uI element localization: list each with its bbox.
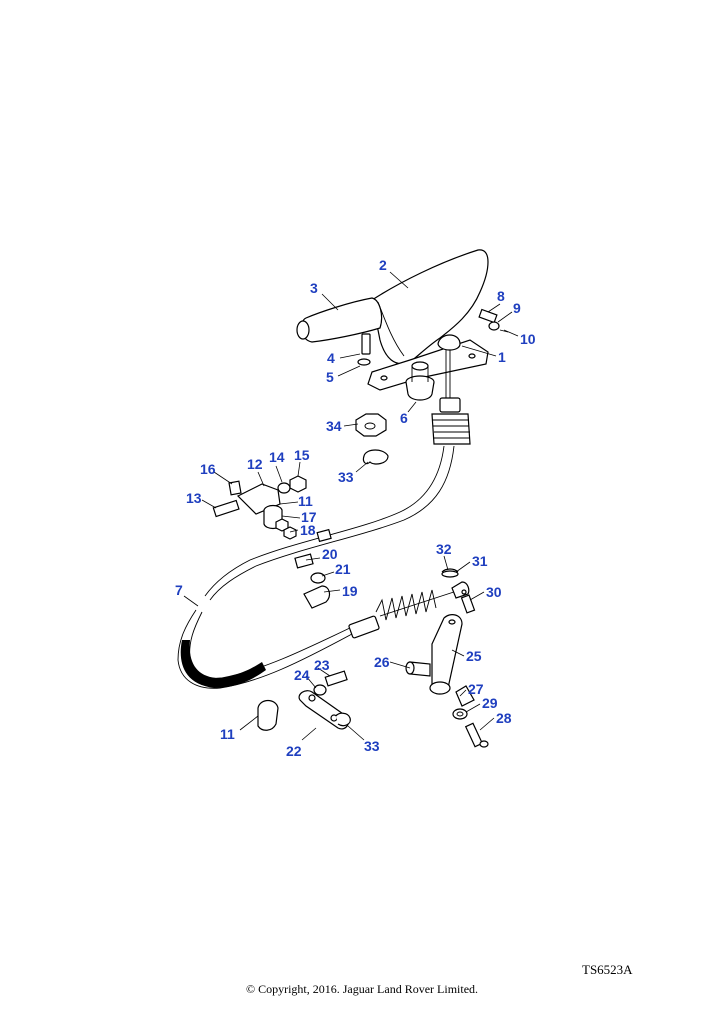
cable-adjuster-housing — [431, 397, 471, 445]
diagram-reference-code: TS6523A — [582, 962, 633, 977]
callout-7: 7 — [175, 582, 183, 598]
callout-33-upper: 33 — [338, 469, 354, 485]
callout-29: 29 — [482, 695, 498, 711]
bolt-4 — [357, 333, 371, 366]
callout-32: 32 — [436, 541, 452, 557]
callout-20: 20 — [322, 546, 338, 562]
callout-12: 12 — [247, 456, 263, 472]
callout-34: 34 — [326, 418, 342, 434]
callout-15: 15 — [294, 447, 310, 463]
callout-30: 30 — [486, 584, 502, 600]
callout-31: 31 — [472, 553, 488, 569]
callout-14: 14 — [269, 449, 285, 465]
callout-11-upper: 11 — [298, 493, 313, 509]
callout-27: 27 — [468, 681, 484, 697]
callout-3: 3 — [310, 280, 318, 296]
callout-11-lower: 11 — [220, 726, 235, 742]
callout-18: 18 — [300, 522, 316, 538]
relay-lever — [405, 614, 463, 695]
callout-9: 9 — [513, 300, 521, 316]
callout-33-lower: 33 — [364, 738, 380, 754]
callout-24: 24 — [294, 667, 310, 683]
adjuster-nuts — [355, 413, 389, 465]
callout-25: 25 — [466, 648, 482, 664]
clevis-pin-clip — [441, 568, 476, 614]
callout-1: 1 — [498, 349, 506, 365]
callout-6: 6 — [400, 410, 408, 426]
leader-lines — [183, 271, 519, 741]
callout-16: 16 — [200, 461, 216, 477]
callout-28: 28 — [496, 710, 512, 726]
callout-2: 2 — [379, 257, 387, 273]
cable-clamp-assembly — [212, 475, 307, 540]
callout-21: 21 — [335, 561, 351, 577]
bush-washer-pin — [452, 685, 489, 748]
callout-8: 8 — [497, 288, 505, 304]
copyright-notice: © Copyright, 2016. Jaguar Land Rover Lim… — [245, 982, 479, 996]
callout-23: 23 — [314, 657, 330, 673]
handbrake-cable — [177, 445, 455, 689]
callout-19: 19 — [342, 583, 358, 599]
rear-cable-spring — [348, 581, 470, 639]
bracket-22 — [298, 670, 351, 730]
cable-clip-19 — [294, 553, 331, 609]
callout-5: 5 — [326, 369, 334, 385]
callout-10: 10 — [520, 331, 536, 347]
callout-17: 17 — [301, 509, 317, 525]
clip-11-lower — [257, 699, 279, 731]
callout-22: 22 — [286, 743, 302, 759]
pivot-bolt-8 — [478, 308, 509, 333]
callout-13: 13 — [186, 490, 202, 506]
callout-labels: 1 2 3 4 5 6 7 8 9 10 11 11 12 13 14 15 1… — [175, 257, 536, 759]
pulley-item-6 — [405, 361, 435, 401]
callout-4: 4 — [327, 350, 335, 366]
callout-26: 26 — [374, 654, 390, 670]
